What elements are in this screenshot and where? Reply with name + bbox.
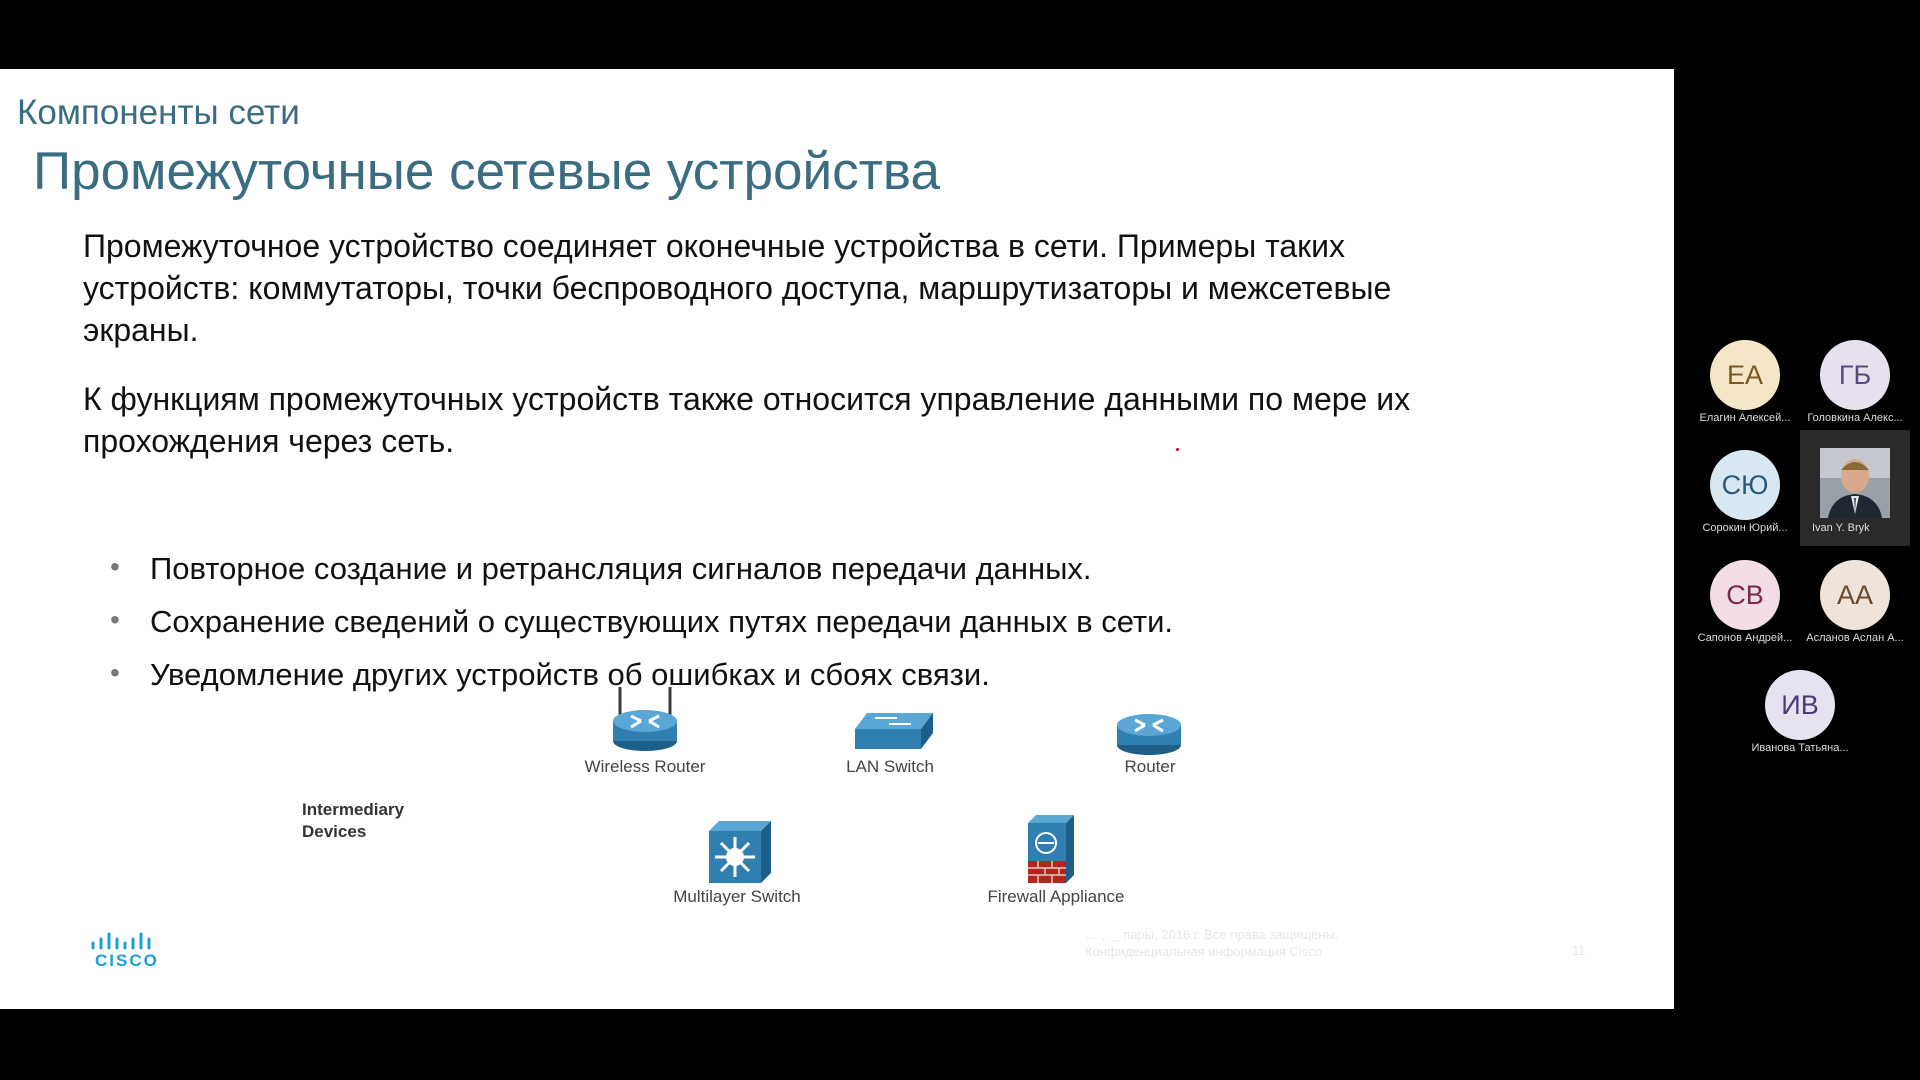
device-label: Firewall Appliance	[987, 887, 1125, 906]
lan-switch-icon	[855, 713, 933, 749]
participant-tile[interactable]: СВ Сапонов Андрей...	[1690, 556, 1800, 664]
group-label-line2: Devices	[302, 822, 367, 841]
participant-tile-active-speaker[interactable]: Ivan Y. Bryk	[1800, 430, 1910, 546]
router-icon	[1117, 714, 1181, 755]
intermediary-devices-label: Intermediary Devices	[302, 799, 404, 843]
laser-pointer-dot	[1176, 448, 1179, 451]
cisco-wordmark: CISCO	[95, 951, 159, 970]
page-number: 11	[1572, 943, 1586, 958]
participant-avatar: ГБ	[1820, 340, 1890, 410]
participant-name: Асланов Аслан А...	[1806, 632, 1904, 644]
firewall-icon	[1028, 815, 1074, 883]
paragraph-intro: Промежуточное устройство соединяет оконе…	[83, 228, 1392, 348]
participants-panel: ЕА Елагин Алексей... ГБ Головкина Алекс.…	[1690, 336, 1920, 756]
device-label: LAN Switch	[846, 757, 934, 776]
list-item: • Сохранение сведений о существующих пут…	[110, 604, 1173, 640]
participant-name: Ivan Y. Bryk	[1812, 522, 1870, 534]
bullet-marker: •	[110, 604, 120, 635]
participant-tile[interactable]: АА Асланов Аслан А...	[1800, 556, 1910, 664]
device-label: Multilayer Switch	[673, 887, 801, 906]
footer-copyright: … ,. _ пары, 2016 г. Все права защищены.…	[1085, 926, 1338, 960]
list-item: • Повторное создание и ретрансляция сигн…	[110, 551, 1092, 587]
participant-tile[interactable]: ГБ Головкина Алекс...	[1800, 336, 1910, 444]
footer-line1: … ,. _ пары, 2016 г. Все права защищены.	[1085, 927, 1339, 942]
participant-avatar: ЕА	[1710, 340, 1780, 410]
participant-name: Сапонов Андрей...	[1697, 632, 1793, 644]
participant-name: Сорокин Юрий...	[1702, 522, 1788, 534]
participant-name: Елагин Алексей...	[1699, 412, 1791, 424]
device-label: Wireless Router	[584, 757, 706, 776]
participant-avatar: СВ	[1710, 560, 1780, 630]
video-thumbnail	[1820, 448, 1890, 518]
participant-avatar: СЮ	[1710, 450, 1780, 520]
section-title: Компоненты сети	[17, 93, 300, 132]
participant-tile[interactable]: СЮ Сорокин Юрий...	[1690, 446, 1800, 554]
multilayer-switch-icon	[709, 821, 771, 883]
wireless-router-icon	[613, 687, 677, 751]
footer-line2: Конфиденциальная информация Cisco	[1085, 944, 1322, 959]
participant-avatar: АА	[1820, 560, 1890, 630]
cisco-logo	[91, 932, 151, 950]
bullet-marker: •	[110, 657, 120, 688]
presentation-slide: Компоненты сети Промежуточные сетевые ус…	[0, 69, 1674, 1009]
device-label: Router	[1124, 757, 1176, 776]
participant-tile[interactable]: ИВ Иванова Татьяна...	[1745, 666, 1855, 774]
slide-title: Промежуточные сетевые устройства	[33, 142, 940, 201]
group-label-line1: Intermediary	[302, 800, 405, 819]
bullet-marker: •	[110, 551, 120, 582]
bullet-text: Сохранение сведений о существующих путях…	[150, 604, 1174, 639]
paragraph-functions: К функциям промежуточных устройств также…	[83, 381, 1411, 459]
bullet-text: Повторное создание и ретрансляция сигнал…	[150, 551, 1092, 586]
participant-tile[interactable]: ЕА Елагин Алексей...	[1690, 336, 1800, 444]
participant-name: Головкина Алекс...	[1807, 412, 1903, 424]
list-item: • Уведомление других устройств об ошибка…	[110, 657, 990, 693]
bullet-text: Уведомление других устройств об ошибках …	[150, 657, 990, 692]
participant-name: Иванова Татьяна...	[1751, 742, 1849, 754]
participant-avatar: ИВ	[1765, 670, 1835, 740]
